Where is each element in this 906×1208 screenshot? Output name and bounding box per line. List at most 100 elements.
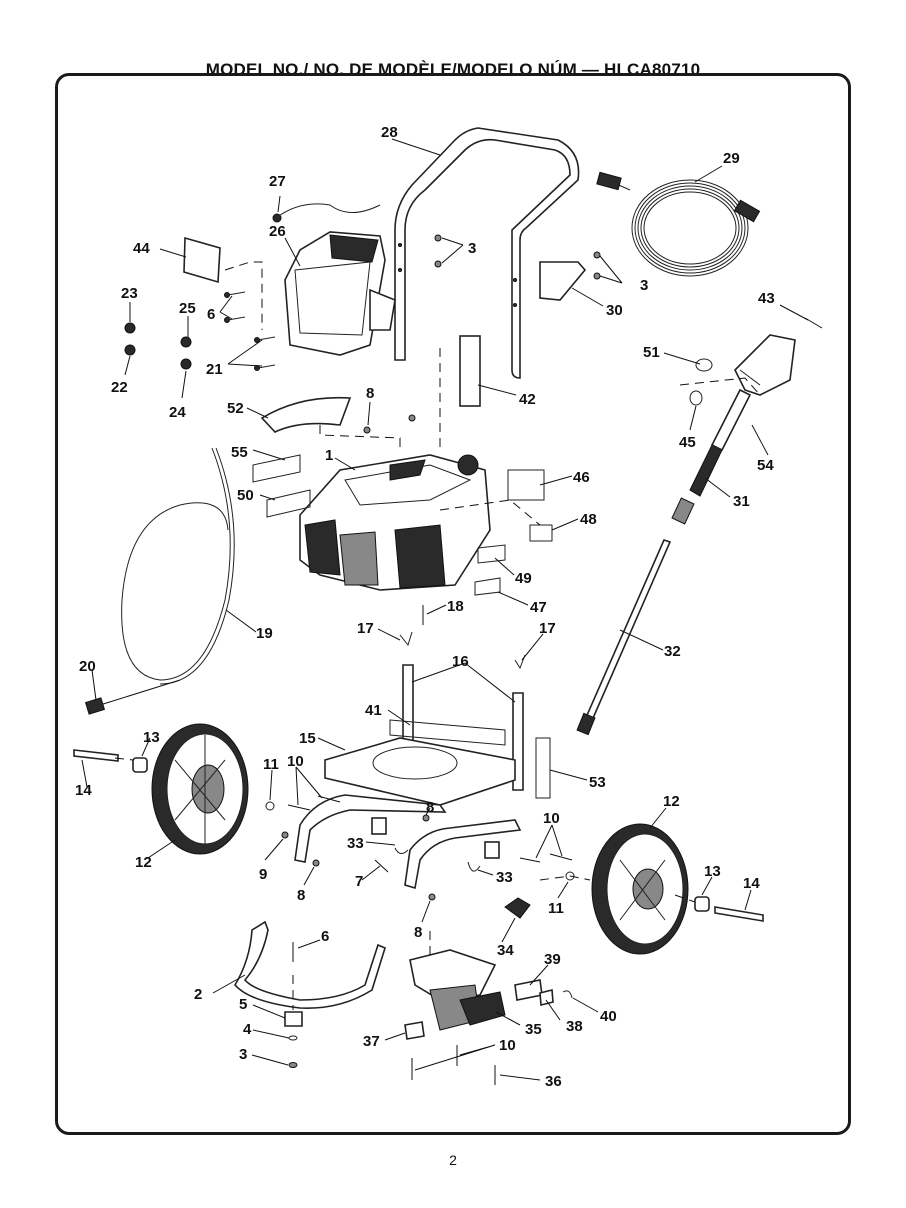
part-lower-handle <box>234 920 386 1009</box>
callout-24: 24 <box>169 404 186 421</box>
callout-47: 47 <box>530 599 547 616</box>
part-wire <box>275 203 381 219</box>
callout-10: 10 <box>287 753 304 770</box>
callout-39: 39 <box>544 951 561 968</box>
part-base-plate <box>324 737 516 806</box>
callout-10: 10 <box>543 810 560 827</box>
callout-6: 6 <box>207 306 215 323</box>
callout-5: 5 <box>239 996 247 1013</box>
callout-34: 34 <box>497 942 514 959</box>
part-knob <box>504 897 531 919</box>
callout-20: 20 <box>79 658 96 675</box>
callout-53: 53 <box>589 774 606 791</box>
part-bracket <box>539 261 587 301</box>
callout-10: 10 <box>499 1037 516 1054</box>
callout-4: 4 <box>243 1021 252 1038</box>
part-fasteners-lower <box>265 795 575 901</box>
part-wheel-left <box>151 723 249 855</box>
callout-40: 40 <box>600 1008 617 1025</box>
callout-30: 30 <box>606 302 623 319</box>
callout-1: 1 <box>325 447 333 464</box>
callout-3: 3 <box>239 1046 247 1063</box>
callout-22: 22 <box>111 379 128 396</box>
callout-7: 7 <box>355 873 363 890</box>
callout-9: 9 <box>259 866 267 883</box>
callout-17: 17 <box>539 620 556 637</box>
callout-2: 2 <box>194 986 202 1003</box>
callout-32: 32 <box>664 643 681 660</box>
callout-43: 43 <box>758 290 775 307</box>
part-handle <box>394 127 580 379</box>
part-decals-engine <box>252 454 553 596</box>
callout-36: 36 <box>545 1073 562 1090</box>
callout-33: 33 <box>496 869 513 886</box>
callout-13: 13 <box>704 863 721 880</box>
assembly-dashed-lines <box>114 261 761 1010</box>
callout-25: 25 <box>179 300 196 317</box>
callout-6: 6 <box>321 928 329 945</box>
part-spray-gun <box>671 317 823 525</box>
part-wheel-right <box>591 823 689 955</box>
callout-19: 19 <box>256 625 273 642</box>
part-fasteners-top <box>124 234 601 434</box>
callout-8: 8 <box>414 924 422 941</box>
callout-51: 51 <box>643 344 660 361</box>
callout-35: 35 <box>525 1021 542 1038</box>
callout-42: 42 <box>519 391 536 408</box>
callout-15: 15 <box>299 730 316 747</box>
part-decal-41 <box>389 719 506 746</box>
part-high-pressure-hose <box>84 447 235 715</box>
part-hose <box>596 171 761 277</box>
callout-45: 45 <box>679 434 696 451</box>
part-axles-spacers <box>73 749 764 922</box>
callout-12: 12 <box>663 793 680 810</box>
callout-54: 54 <box>757 457 774 474</box>
callout-3: 3 <box>640 277 648 294</box>
callout-16: 16 <box>452 653 469 670</box>
diagram-frame <box>55 73 851 1135</box>
part-decal-53 <box>535 737 551 799</box>
page-number: 2 <box>449 1152 457 1168</box>
callout-29: 29 <box>723 150 740 167</box>
callout-labels: 28 29 27 26 44 3 3 30 43 23 25 6 22 21 2… <box>75 124 775 1090</box>
callout-46: 46 <box>573 469 590 486</box>
part-engine <box>299 454 491 591</box>
callout-44: 44 <box>133 240 150 257</box>
callout-11: 11 <box>263 756 279 773</box>
callout-18: 18 <box>447 598 464 615</box>
callout-55: 55 <box>231 444 248 461</box>
part-lower-frame <box>294 794 522 890</box>
part-pump <box>404 949 573 1085</box>
callout-21: 21 <box>206 361 223 378</box>
callout-27: 27 <box>269 173 286 190</box>
callout-3: 3 <box>468 240 476 257</box>
callout-48: 48 <box>580 511 597 528</box>
callout-33: 33 <box>347 835 364 852</box>
part-pins-clips <box>399 605 526 670</box>
callout-12: 12 <box>135 854 152 871</box>
callout-14: 14 <box>75 782 92 799</box>
callout-49: 49 <box>515 570 532 587</box>
callout-17: 17 <box>357 620 374 637</box>
callout-31: 31 <box>733 493 750 510</box>
callout-8: 8 <box>426 799 434 816</box>
callout-28: 28 <box>381 124 398 141</box>
callout-23: 23 <box>121 285 138 302</box>
part-wand <box>576 539 672 736</box>
callout-52: 52 <box>227 400 244 417</box>
callout-8: 8 <box>366 385 374 402</box>
leader-lines <box>81 138 809 1081</box>
callout-50: 50 <box>237 487 254 504</box>
callout-8: 8 <box>297 887 305 904</box>
callout-11: 11 <box>548 900 564 917</box>
callout-37: 37 <box>363 1033 380 1050</box>
callout-13: 13 <box>143 729 160 746</box>
part-decal-42 <box>459 335 481 407</box>
part-label-44 <box>183 236 221 284</box>
callout-38: 38 <box>566 1018 583 1035</box>
callout-26: 26 <box>269 223 286 240</box>
part-control-panel <box>284 231 396 356</box>
callout-14: 14 <box>743 875 760 892</box>
callout-41: 41 <box>365 702 382 719</box>
